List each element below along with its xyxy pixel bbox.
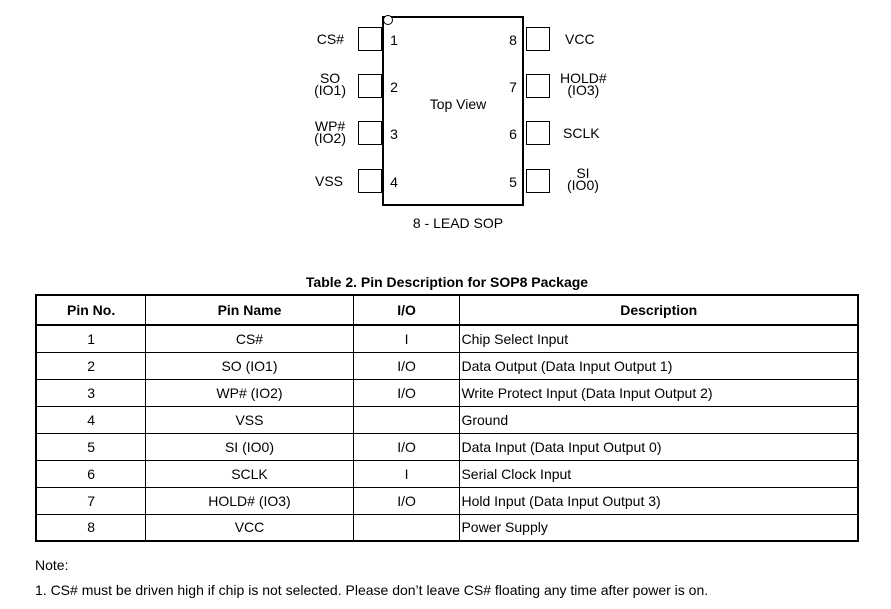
- table-row: 1 CS# I Chip Select Input: [35, 324, 859, 353]
- pin-label-8: VCC: [565, 32, 595, 46]
- pin-number-7: 7: [509, 79, 517, 95]
- note-label: Note:: [35, 557, 69, 573]
- pin-label-7-name: HOLD#: [560, 70, 607, 86]
- table-row: 6 SCLK I Serial Clock Input: [35, 459, 859, 488]
- cell-io: I/O: [352, 378, 461, 407]
- table-row: 3 WP# (IO2) I/O Write Protect Input (Dat…: [35, 378, 859, 407]
- pin-label-7: HOLD# (IO3): [560, 70, 607, 98]
- cell-pin-no: 5: [35, 432, 147, 461]
- chip-body: [382, 16, 524, 206]
- table-row: 5 SI (IO0) I/O Data Input (Data Input Ou…: [35, 432, 859, 461]
- pin-number-3: 3: [390, 126, 398, 142]
- cell-pin-name: SI (IO0): [145, 432, 354, 461]
- pin-label-2-alt: (IO1): [314, 82, 346, 98]
- pin-label-8-name: VCC: [565, 31, 595, 47]
- cell-description: Power Supply: [459, 513, 859, 542]
- pin-number-4: 4: [390, 174, 398, 190]
- cell-description: Ground: [459, 405, 859, 434]
- pin-pad-1: [358, 27, 382, 51]
- cell-pin-no: 1: [35, 324, 147, 353]
- pin-label-4: VSS: [315, 174, 343, 188]
- cell-description: Chip Select Input: [459, 324, 859, 353]
- package-caption: 8 - LEAD SOP: [412, 215, 504, 231]
- cell-io: [352, 513, 461, 542]
- pin-label-3-alt: (IO2): [314, 130, 346, 146]
- pin-pad-4: [358, 169, 382, 193]
- pin-number-6: 6: [509, 126, 517, 142]
- pin-label-3: WP# (IO2): [314, 118, 346, 146]
- cell-pin-name: SO (IO1): [145, 351, 354, 380]
- pin-label-5-alt: (IO0): [567, 177, 599, 193]
- cell-pin-no: 6: [35, 459, 147, 488]
- table-header-row: Pin No. Pin Name I/O Description: [35, 294, 859, 326]
- pin-label-4-name: VSS: [314, 173, 343, 189]
- pin-number-2: 2: [390, 79, 398, 95]
- cell-pin-no: 8: [35, 513, 147, 542]
- cell-io: I/O: [352, 432, 461, 461]
- cell-pin-name: VSS: [145, 405, 354, 434]
- pin-number-1: 1: [390, 32, 398, 48]
- cell-io: I: [352, 459, 461, 488]
- cell-pin-name: WP# (IO2): [145, 378, 354, 407]
- table-row: 7 HOLD# (IO3) I/O Hold Input (Data Input…: [35, 486, 859, 515]
- table-row: 8 VCC Power Supply: [35, 513, 859, 542]
- cell-description: Write Protect Input (Data Input Output 2…: [459, 378, 859, 407]
- header-description: Description: [459, 294, 859, 326]
- cell-io: I: [352, 324, 461, 353]
- pin-pad-8: [526, 27, 550, 51]
- pin-label-7-alt: (IO3): [567, 82, 600, 98]
- cell-io: I/O: [352, 486, 461, 515]
- cell-pin-no: 7: [35, 486, 147, 515]
- top-view-label: Top View: [429, 96, 487, 112]
- table-title: Table 2. Pin Description for SOP8 Packag…: [305, 274, 589, 290]
- header-pin-no: Pin No.: [35, 294, 147, 326]
- pin-pad-3: [358, 121, 382, 145]
- cell-description: Hold Input (Data Input Output 3): [459, 486, 859, 515]
- pin-pad-6: [526, 121, 550, 145]
- pin-pad-7: [526, 74, 550, 98]
- pin-description-table: Pin No. Pin Name I/O Description 1 CS# I…: [35, 294, 859, 542]
- pin-label-3-name: WP#: [314, 118, 346, 134]
- pin-pad-2: [358, 74, 382, 98]
- cell-description: Data Input (Data Input Output 0): [459, 432, 859, 461]
- cell-description: Serial Clock Input: [459, 459, 859, 488]
- cell-pin-name: SCLK: [145, 459, 354, 488]
- cell-description: Data Output (Data Input Output 1): [459, 351, 859, 380]
- pin-label-5-name: SI: [576, 165, 590, 181]
- pin-label-5: SI (IO0): [567, 165, 599, 193]
- header-io: I/O: [352, 294, 461, 326]
- pin-label-1-name: CS#: [316, 31, 344, 47]
- pin-pad-5: [526, 169, 550, 193]
- table-row: 4 VSS Ground: [35, 405, 859, 434]
- cell-pin-name: HOLD# (IO3): [145, 486, 354, 515]
- pin-number-8: 8: [509, 32, 517, 48]
- cell-pin-no: 3: [35, 378, 147, 407]
- pin-label-2: SO (IO1): [314, 70, 346, 98]
- cell-pin-no: 2: [35, 351, 147, 380]
- note-text: 1. CS# must be driven high if chip is no…: [35, 582, 709, 598]
- pin-label-1: CS#: [317, 32, 344, 46]
- pin-label-6: SCLK: [563, 126, 600, 140]
- cell-pin-name: CS#: [145, 324, 354, 353]
- pin-label-6-name: SCLK: [563, 125, 600, 141]
- cell-pin-name: VCC: [145, 513, 354, 542]
- cell-io: [352, 405, 461, 434]
- pin-label-2-name: SO: [319, 70, 341, 86]
- pin-number-5: 5: [509, 174, 517, 190]
- pin1-marker-icon: [383, 15, 393, 25]
- cell-io: I/O: [352, 351, 461, 380]
- table-row: 2 SO (IO1) I/O Data Output (Data Input O…: [35, 351, 859, 380]
- header-pin-name: Pin Name: [145, 294, 354, 326]
- cell-pin-no: 4: [35, 405, 147, 434]
